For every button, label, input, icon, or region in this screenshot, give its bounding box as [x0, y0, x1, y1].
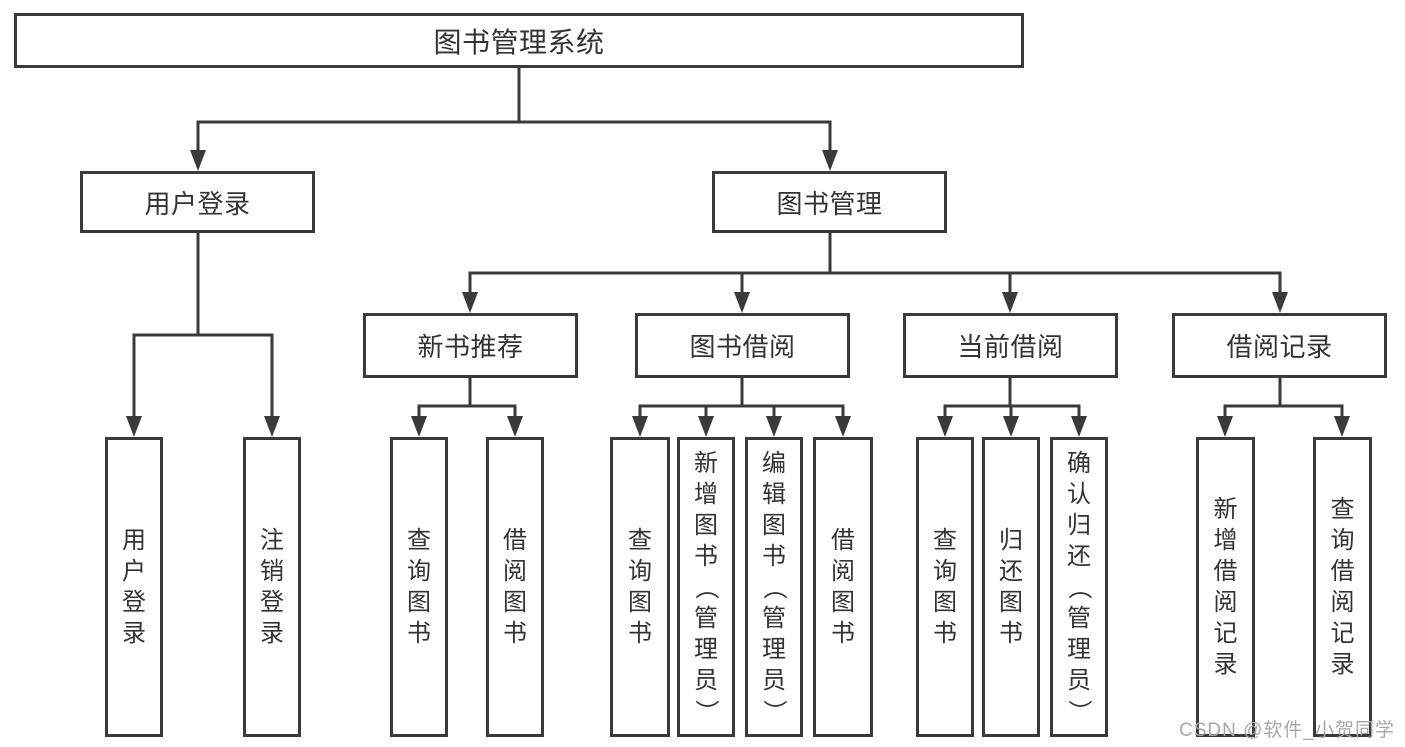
leaf-query-books-recommend: 查询图书	[390, 437, 448, 737]
node-current-borrowing-label: 当前借阅	[957, 332, 1064, 362]
node-new-book-recommend-label: 新书推荐	[417, 332, 524, 362]
leaf-query-books-borrowing: 查询图书	[610, 437, 670, 737]
node-book-management-label: 图书管理	[776, 188, 883, 219]
node-user-login: 用户登录	[80, 171, 315, 233]
node-borrow-records: 借阅记录	[1172, 313, 1387, 378]
leaf-return-book: 归还图书	[982, 437, 1040, 737]
node-user-login-label: 用户登录	[144, 188, 251, 219]
watermark: CSDN @软件_小贺同学	[1179, 720, 1395, 741]
node-book-borrowing: 图书借阅	[635, 313, 850, 378]
leaf-borrow-books: 借阅图书	[813, 437, 873, 737]
node-root: 图书管理系统	[14, 13, 1024, 68]
leaf-add-borrow-record: 新增借阅记录	[1196, 437, 1255, 737]
leaf-add-book-admin: 新增图书（管理员）	[677, 437, 735, 737]
leaf-query-borrow-record: 查询借阅记录	[1313, 437, 1372, 737]
node-book-management: 图书管理	[712, 171, 947, 233]
leaf-user-login: 用户登录	[105, 437, 163, 737]
leaf-logout: 注销登录	[243, 437, 301, 737]
node-root-label: 图书管理系统	[433, 26, 605, 58]
node-book-borrowing-label: 图书借阅	[689, 332, 796, 362]
node-new-book-recommend: 新书推荐	[363, 313, 578, 378]
leaf-borrow-books-recommend: 借阅图书	[486, 437, 544, 737]
leaf-query-books-current: 查询图书	[916, 437, 974, 737]
node-current-borrowing: 当前借阅	[903, 313, 1118, 378]
node-borrow-records-label: 借阅记录	[1226, 332, 1333, 362]
leaf-edit-book-admin: 编辑图书（管理员）	[745, 437, 803, 737]
leaf-confirm-return-admin: 确认归还（管理员）	[1050, 437, 1108, 737]
